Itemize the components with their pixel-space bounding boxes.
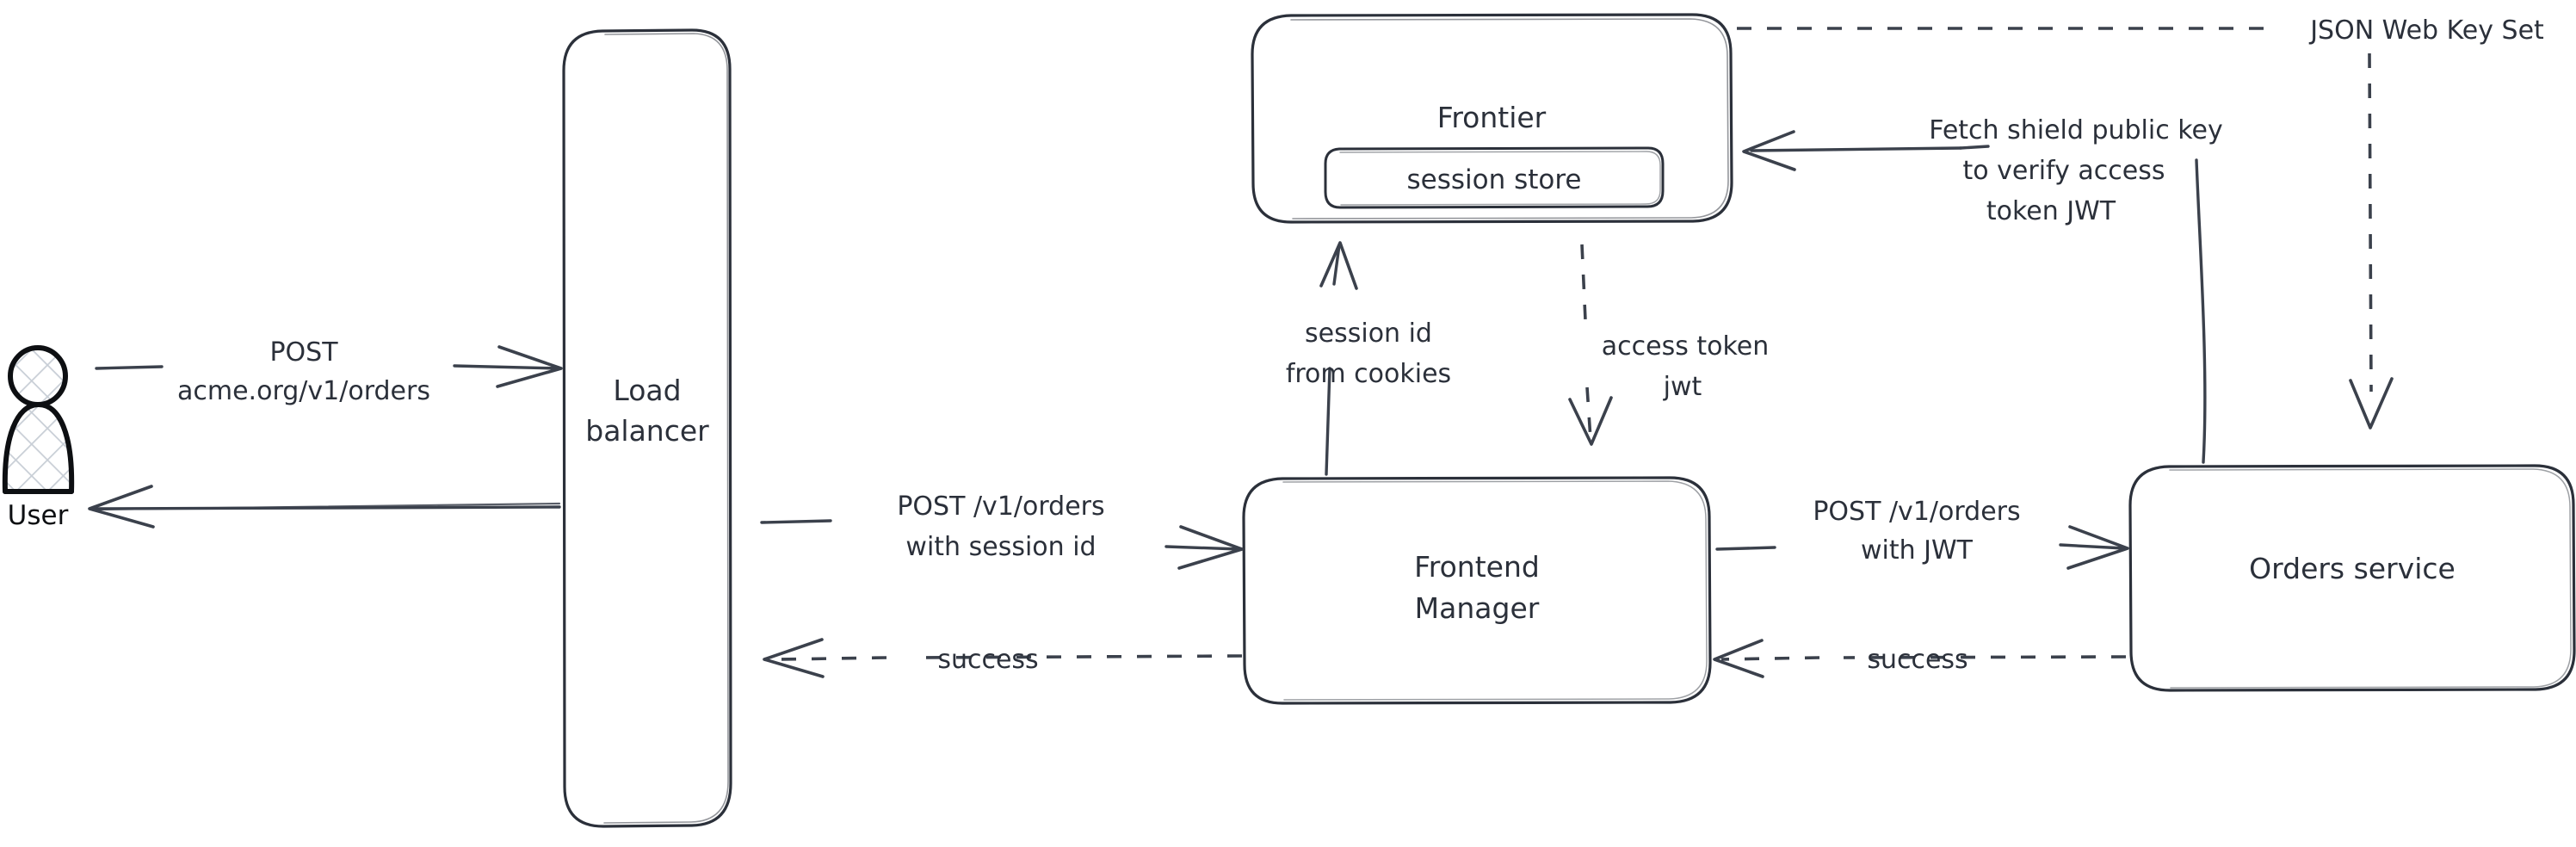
edge-fm-to-lb-success: success: [763, 638, 1243, 678]
node-orders-service[interactable]: Orders service: [2128, 464, 2576, 692]
node-load-balancer-label-line1: Load: [613, 374, 681, 407]
edge-lb-to-fm: POST /v1/orders with session id: [760, 492, 1244, 570]
edge-fm-to-frontier-label-line1: session id: [1305, 318, 1432, 349]
node-frontend-manager-label-line2: Manager: [1415, 591, 1540, 625]
edge-fm-to-orders: POST /v1/orders with JWT: [1715, 497, 2129, 570]
edge-user-to-lb-label-line2: acme.org/v1/orders: [177, 376, 430, 406]
user-actor-label: User: [8, 500, 69, 531]
edge-orders-to-fm-success-label: success: [1867, 645, 1968, 675]
edge-orders-to-frontier-fetch-label-line1: Fetch shield public key: [1929, 115, 2223, 145]
edge-orders-to-fm-success: success: [1713, 639, 2127, 678]
node-frontier[interactable]: Frontier session store: [1251, 13, 1733, 224]
node-session-store-label: session store: [1406, 164, 1581, 195]
edge-user-to-lb: POST acme.org/v1/orders: [95, 337, 563, 406]
edge-frontier-to-fm: access token jwt: [1568, 244, 1770, 446]
node-session-store[interactable]: session store: [1324, 146, 1665, 209]
node-frontend-manager[interactable]: Frontend Manager: [1242, 476, 1712, 705]
node-load-balancer-label-line2: balancer: [585, 414, 709, 448]
edge-lb-to-fm-label-line2: with session id: [905, 532, 1096, 562]
edge-frontier-to-fm-label-line2: jwt: [1663, 372, 1702, 402]
edge-lb-to-user: [88, 485, 561, 529]
edge-fm-to-orders-label-line2: with JWT: [1861, 535, 1974, 566]
edge-fm-to-orders-label-line1: POST /v1/orders: [1813, 497, 2020, 527]
edge-frontier-to-fm-label-line1: access token: [1602, 331, 1770, 362]
node-load-balancer[interactable]: Load balancer: [562, 28, 732, 828]
edge-fm-to-lb-success-label: success: [937, 645, 1038, 675]
node-orders-service-label: Orders service: [2249, 552, 2456, 585]
edge-orders-to-frontier-fetch-label-line2: to verify access: [1963, 156, 2165, 186]
edge-fm-to-frontier: session id from cookies: [1286, 241, 1451, 476]
edge-lb-to-fm-label-line1: POST /v1/orders: [897, 492, 1104, 522]
person-icon: [8, 345, 68, 407]
edge-frontier-to-orders-jwks-label: JSON Web Key Set: [2308, 15, 2544, 46]
edge-fm-to-frontier-label-line2: from cookies: [1286, 359, 1451, 389]
edge-frontier-to-orders-jwks: JSON Web Key Set: [1737, 15, 2544, 430]
edge-orders-to-frontier-fetch-label-line3: token JWT: [1986, 196, 2116, 226]
node-frontend-manager-label-line1: Frontend: [1414, 550, 1540, 584]
edge-orders-to-frontier-fetch: Fetch shield public key to verify access…: [1742, 115, 2223, 464]
edge-user-to-lb-label-line1: POST: [269, 337, 338, 368]
user-actor: User: [2, 345, 75, 531]
node-frontier-label: Frontier: [1437, 101, 1547, 134]
